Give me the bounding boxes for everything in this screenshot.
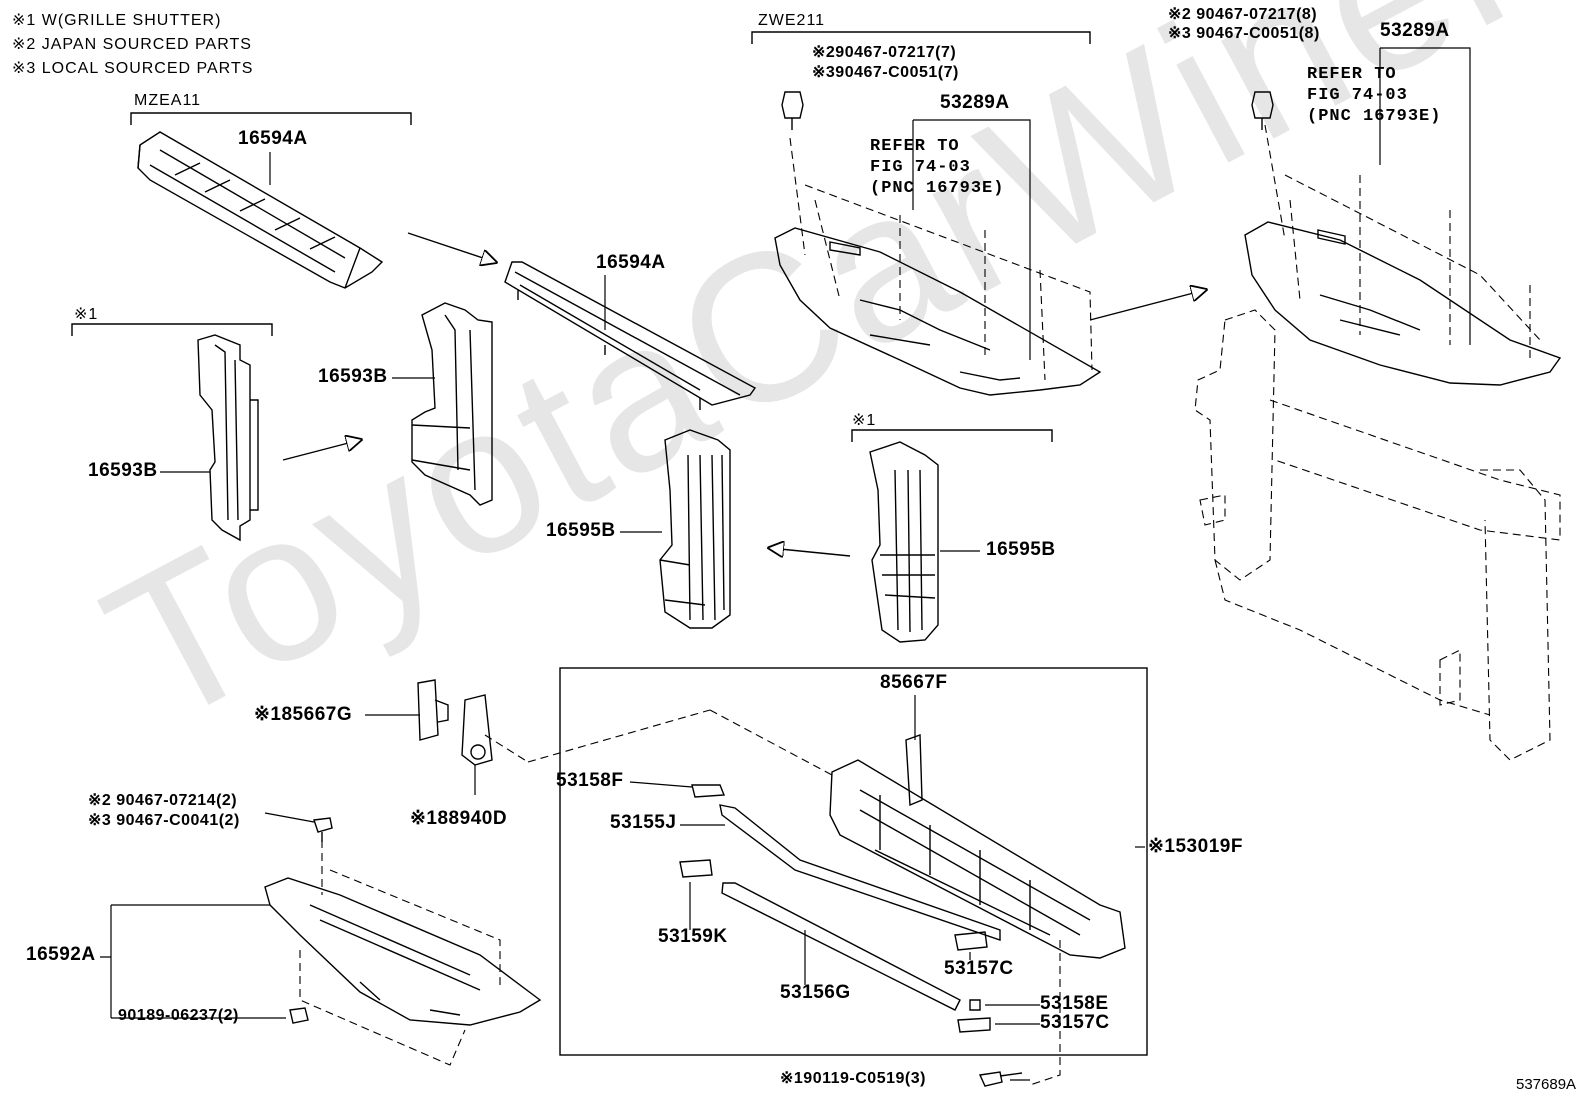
grille-shutter-53019F [829,734,1126,959]
bolt-90119 [978,1071,1023,1087]
label-16594A-mid: 16594A [596,252,666,273]
clip-90189 [289,1007,309,1024]
label-16592A: 16592A [26,944,96,965]
leader-lines [100,47,1471,1081]
label-16595B-right: 16595B [986,539,1056,560]
cover-53289A-mid [774,227,1102,396]
label-90189-06237: 90189-06237(2) [118,1007,239,1024]
legend-note-3: ※3 LOCAL SOURCED PARTS [12,60,254,77]
label-53159K: 53159K [658,926,728,947]
refer-mid-line-3: (PNC 16793E) [870,179,1005,198]
arrow-3 [770,548,851,556]
dash-88940D [484,734,529,763]
strip-53155J [719,804,1001,941]
label-fastener-right-b: ※3 90467-C0051(8) [1168,25,1320,42]
label-fastener-right-a: ※2 90467-07217(8) [1168,6,1318,23]
frame-dashes [527,709,1061,1086]
label-88940D: ※188940D [410,808,508,829]
clip-mid [781,91,804,130]
clip-right [1251,91,1274,130]
frame-box-53019F [559,667,1148,1056]
label-53019F: ※153019F [1148,836,1243,857]
cover-16592A [264,877,542,1026]
seal-16595B-mid [659,429,731,629]
strip-16594A-mid [504,261,757,410]
label-53158F: 53158F [556,770,624,791]
clip-left [313,817,333,842]
label-90119-C0519: ※190119-C0519(3) [780,1070,926,1087]
label-fastener-left-a: ※2 90467-07214(2) [88,792,238,809]
label-fastener-left-b: ※3 90467-C0041(2) [88,812,240,829]
radiator-support-dashed [1194,309,1561,761]
duct-16594A-left [137,131,384,289]
label-16595B-mid: 16595B [546,520,616,541]
arrow-4 [1089,290,1205,321]
actuator-88940D [461,694,493,766]
figure-id: 537689A [1516,1076,1577,1093]
pad-53158F [691,784,726,798]
refer-right-line-3: (PNC 16793E) [1307,107,1442,126]
bracket-mzea11 [130,112,412,125]
bracket-85667G [417,679,449,741]
label-53289A-mid: 53289A [940,92,1010,113]
bracket-note1-left [71,323,273,336]
label-16594A-left: 16594A [238,128,308,149]
arrow-2 [282,440,360,461]
label-16593B-mid: 16593B [318,366,388,387]
group-label-zwe211: ZWE211 [758,12,826,29]
refer-note-right: REFER TO FIG 74-03 (PNC 16793E) [1307,64,1441,127]
cover-16592A-dashes [299,840,501,1066]
label-53157C-b: 53157C [1040,1012,1110,1033]
group-label-note1-right: ※1 [852,412,877,429]
legend-note-1: ※1 W(GRILLE SHUTTER) [12,12,222,29]
cover-53289A-mid-dashes [789,137,1093,381]
legend-note-2: ※2 JAPAN SOURCED PARTS [12,36,252,53]
label-16593B-left: 16593B [88,460,158,481]
refer-mid-line-2: FIG 74-03 [870,158,971,177]
group-label-note1-left: ※1 [74,306,99,323]
refer-right-line-2: FIG 74-03 [1307,86,1408,105]
seal-16593B-left [197,334,259,542]
seal-16593B-mid [411,302,493,506]
pad-53159K [679,859,713,878]
label-53156G: 53156G [780,982,851,1003]
strip-53156G [721,882,961,1011]
label-53289A-right: 53289A [1380,20,1450,41]
label-fastener-mid-a: ※290467-07217(7) [812,44,957,61]
label-53158E: 53158E [1040,993,1109,1014]
refer-mid-line-1: REFER TO [870,137,960,156]
refer-right-line-1: REFER TO [1307,65,1397,84]
bracket-zwe211 [751,31,1091,44]
refer-note-mid: REFER TO FIG 74-03 (PNC 16793E) [870,136,1004,199]
pad-53157C-b [957,1017,991,1033]
cover-53289A-right-dashes [1264,124,1541,360]
label-fastener-mid-b: ※390467-C0051(7) [812,64,959,81]
pad-53158E [969,999,981,1011]
arrow-1 [407,232,495,262]
label-53157C-a: 53157C [944,958,1014,979]
pad-53157C-a [954,931,988,951]
label-53155J: 53155J [610,812,677,833]
label-85667F: 85667F [880,672,948,693]
seal-16595B-right [869,441,939,643]
cover-53289A-right [1244,221,1562,386]
bracket-note1-right [851,429,1053,442]
group-label-mzea11: MZEA11 [134,92,202,109]
label-85667G: ※185667G [254,704,353,725]
